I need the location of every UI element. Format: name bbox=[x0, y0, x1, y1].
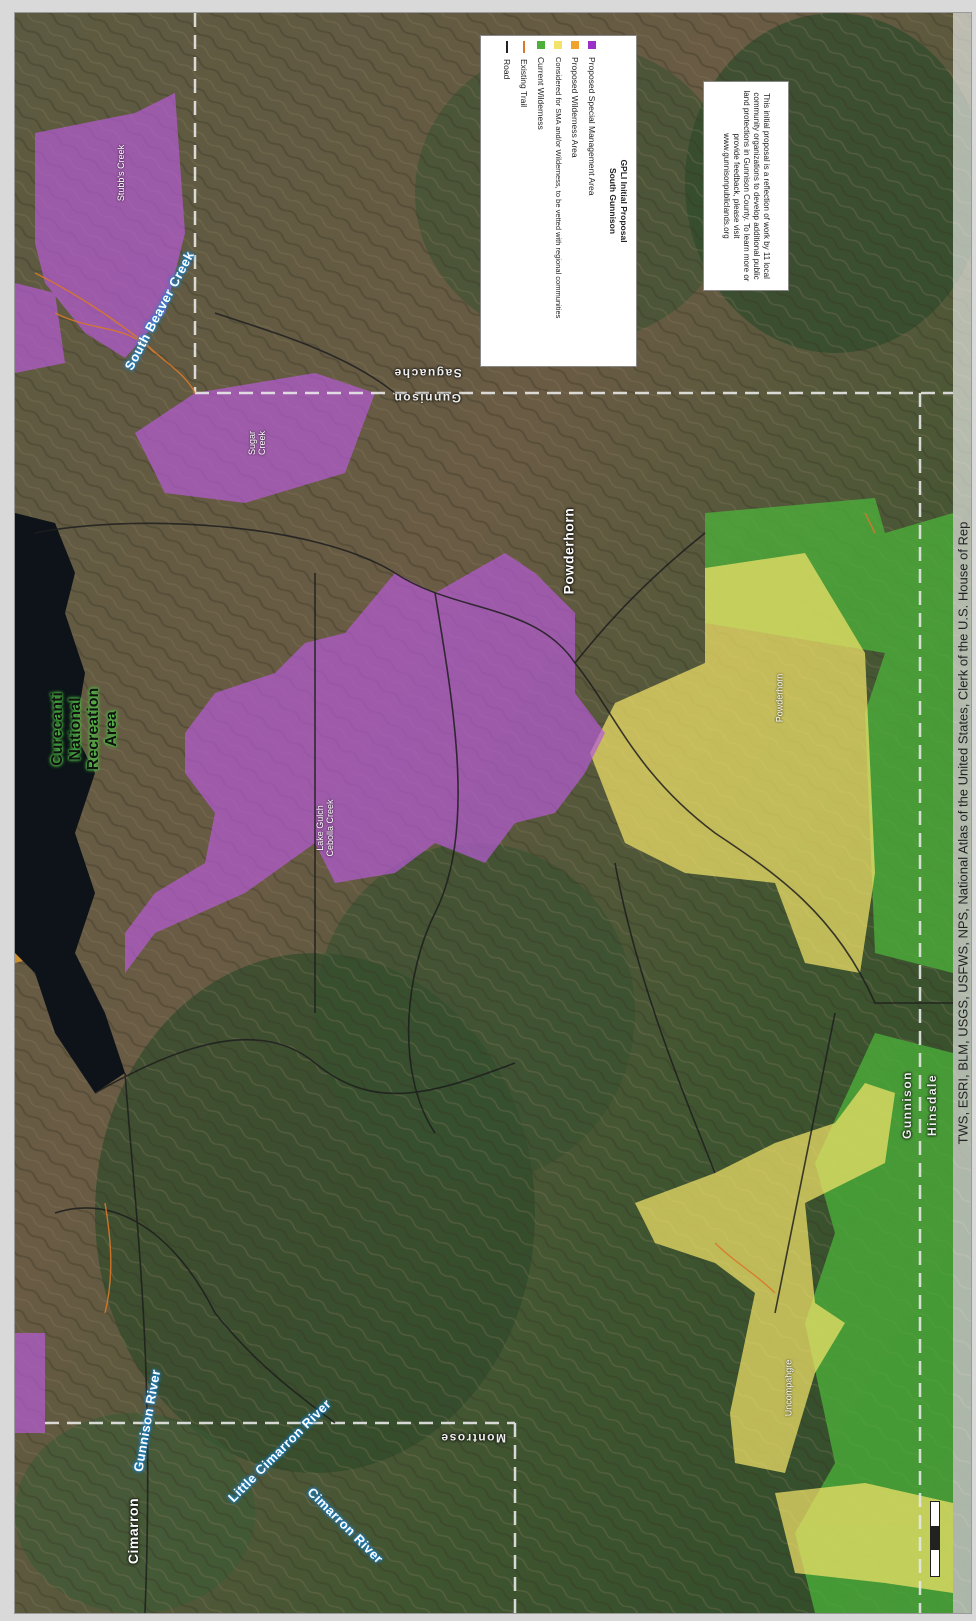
county-boundaries bbox=[45, 13, 953, 1613]
label-town-cimarron: Cimarron bbox=[125, 1497, 142, 1565]
special-management-areas bbox=[15, 93, 605, 1433]
map-frame[interactable]: Stubb's Creek Sugar Creek Lake Gulch Ceb… bbox=[14, 12, 972, 1614]
swatch-proposed-wilderness bbox=[571, 41, 579, 49]
label-lake-gulch-cebolla-creek: Lake Gulch Cebolla Creek bbox=[315, 799, 335, 857]
label-town-powderhorn: Powderhorn bbox=[560, 507, 577, 595]
trails bbox=[34, 272, 876, 1314]
swatch-existing-trail bbox=[523, 41, 525, 53]
label-county-gunnison-top: Gunnison bbox=[393, 391, 461, 405]
swatch-current-wilderness bbox=[537, 41, 545, 49]
legend-item-road: Road bbox=[499, 41, 516, 361]
swatch-road bbox=[506, 41, 508, 53]
attribution-strip: TWS, ESRI, BLM, USGS, USFWS, NPS, Nation… bbox=[953, 13, 971, 1613]
map-legend: GPLI Initial Proposal South Gunnison Pro… bbox=[480, 35, 637, 367]
label-county-saguache: Saguache bbox=[393, 366, 462, 380]
legend-title: GPLI Initial Proposal South Gunnison bbox=[607, 159, 629, 243]
label-powderhorn-area: Powderhorn bbox=[774, 673, 785, 723]
legend-item-existing-trail: Existing Trail bbox=[516, 41, 533, 361]
label-stubbs-creek: Stubb's Creek bbox=[116, 144, 127, 202]
legend-item-considered: Considered for SMA and/or Wilderness, to… bbox=[550, 41, 567, 361]
considered-areas bbox=[590, 553, 953, 1593]
proposal-note-box: This initial proposal is a reflection of… bbox=[703, 81, 789, 291]
attribution-text: TWS, ESRI, BLM, USGS, USFWS, NPS, Nation… bbox=[955, 521, 971, 1145]
label-county-gunnison-right: Gunnison bbox=[900, 1071, 914, 1139]
label-county-montrose: Montrose bbox=[440, 1431, 506, 1445]
legend-item-sma: Proposed Special Management Area bbox=[584, 41, 601, 361]
roads bbox=[34, 312, 953, 1613]
label-uncompahgre: Uncompahgre bbox=[783, 1359, 794, 1417]
swatch-sma bbox=[588, 41, 596, 49]
label-county-hinsdale: Hinsdale bbox=[925, 1073, 940, 1137]
legend-item-current-wilderness: Current Wilderness bbox=[533, 41, 550, 361]
blue-mesa-reservoir bbox=[15, 513, 125, 1093]
swatch-considered bbox=[554, 41, 562, 49]
legend-item-proposed-wilderness: Proposed Wilderness Area bbox=[567, 41, 584, 361]
label-curecanti-national-recreation-area: Curecanti National Recreation Area bbox=[49, 687, 120, 771]
proposal-note-text: This initial proposal is a reflection of… bbox=[722, 90, 771, 282]
scale-bar bbox=[930, 1501, 940, 1577]
label-sugar-creek: Sugar Creek bbox=[247, 430, 267, 456]
